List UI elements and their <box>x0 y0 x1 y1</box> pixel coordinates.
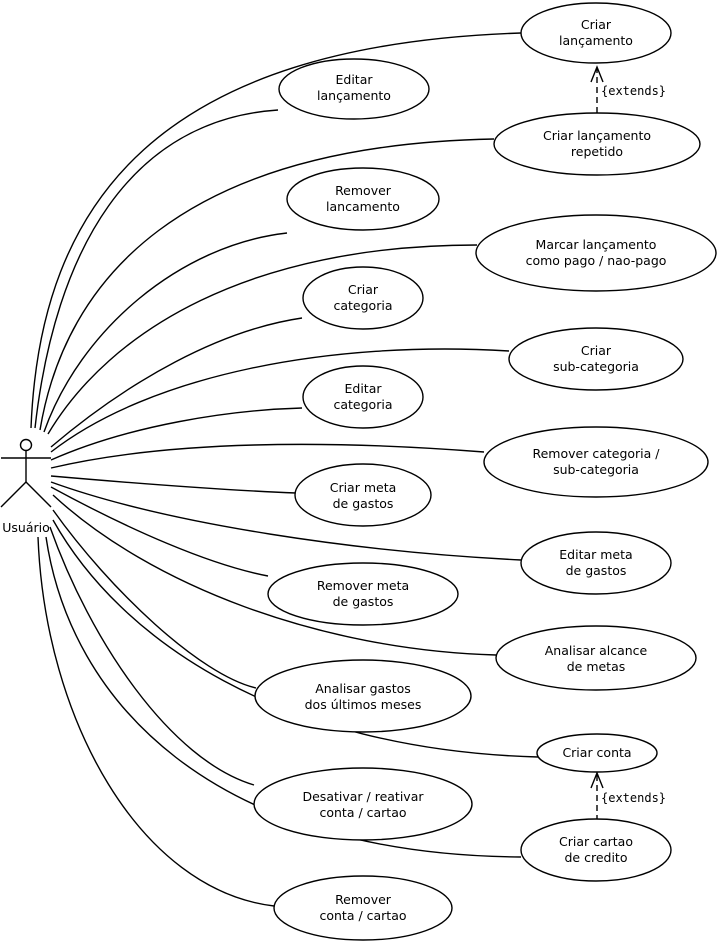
use-case-criar-lancamento-repetido[interactable]: Criar lançamento repetido <box>493 112 701 176</box>
use-case-label: Criar cartao <box>559 834 633 849</box>
use-case-criar-categoria[interactable]: Criar categoria <box>302 266 424 330</box>
use-case-label: repetido <box>571 144 623 159</box>
association-uc17 <box>45 536 522 858</box>
association-uc12 <box>50 486 269 577</box>
use-case-marcar-lancamento-pago[interactable]: Marcar lançamento como pago / nao-pago <box>475 214 717 292</box>
use-case-label: Desativar / reativar <box>302 789 424 804</box>
use-case-remover-lancamento[interactable]: Remover lancamento <box>286 167 440 231</box>
use-case-label: como pago / nao-pago <box>526 253 667 268</box>
use-case-label: Marcar lançamento <box>536 237 657 252</box>
use-case-label: Criar meta <box>330 480 397 495</box>
use-case-label: Editar <box>344 381 382 396</box>
use-case-analisar-gastos[interactable]: Analisar gastos dos últimos meses <box>254 659 472 733</box>
use-case-label: conta / cartao <box>319 908 406 923</box>
use-case-label: Remover categoria / <box>532 446 660 461</box>
use-case-label: Criar <box>581 343 612 358</box>
association-uc3 <box>39 138 495 431</box>
use-case-label: conta / cartao <box>319 805 406 820</box>
extends-label: {extends} <box>601 84 666 98</box>
actor-right-leg <box>25 481 52 508</box>
use-case-label: sub-categoria <box>553 359 639 374</box>
use-case-label: Remover meta <box>317 578 409 593</box>
use-case-label: Criar lançamento <box>543 128 651 143</box>
association-uc4 <box>43 232 288 433</box>
association-uc1 <box>30 32 522 429</box>
association-uc9 <box>50 443 485 469</box>
use-case-label: de gastos <box>566 563 627 578</box>
use-case-label: Remover <box>335 892 392 907</box>
use-case-remover-meta-de-gastos[interactable]: Remover meta de gastos <box>267 562 459 626</box>
actor-head <box>19 438 33 452</box>
use-case-criar-cartao-de-credito[interactable]: Criar cartao de credito <box>520 818 672 882</box>
use-case-criar-conta[interactable]: Criar conta <box>536 733 658 773</box>
use-case-criar-sub-categoria[interactable]: Criar sub-categoria <box>508 327 684 391</box>
association-uc14 <box>52 509 257 689</box>
actor-left-leg <box>0 481 27 508</box>
association-uc16 <box>49 526 255 786</box>
use-case-label: de gastos <box>333 496 394 511</box>
use-case-label: sub-categoria <box>553 462 639 477</box>
extends-uc17-uc15: {extends} <box>590 771 666 821</box>
extends-arrowhead <box>590 771 604 789</box>
use-case-editar-categoria[interactable]: Editar categoria <box>302 365 424 429</box>
use-case-label: lançamento <box>317 88 391 103</box>
association-lines <box>30 32 539 907</box>
use-case-label: de metas <box>567 659 626 674</box>
use-case-desativar-reativar-conta[interactable]: Desativar / reativar conta / cartao <box>253 767 473 841</box>
use-case-label: categoria <box>334 397 393 412</box>
actor-label: Usuário <box>2 520 50 535</box>
use-case-label: de gastos <box>333 594 394 609</box>
use-case-label: Remover <box>335 183 392 198</box>
use-case-label: Analisar gastos <box>315 681 411 696</box>
association-uc10 <box>50 475 297 494</box>
use-case-remover-conta-cartao[interactable]: Remover conta / cartao <box>273 875 453 941</box>
association-uc6 <box>50 317 303 448</box>
use-case-label: Criar conta <box>562 745 631 760</box>
use-case-editar-lancamento[interactable]: Editar lançamento <box>278 58 430 120</box>
use-case-label: de credito <box>565 850 628 865</box>
use-case-label: Editar <box>335 72 373 87</box>
use-case-criar-meta-de-gastos[interactable]: Criar meta de gastos <box>294 463 432 527</box>
use-case-remover-categoria[interactable]: Remover categoria / sub-categoria <box>483 426 709 498</box>
association-uc5 <box>47 244 478 435</box>
use-case-label: Criar <box>348 282 379 297</box>
use-case-label: lançamento <box>559 33 633 48</box>
use-case-label: Editar meta <box>559 547 632 562</box>
extends-label: {extends} <box>601 791 666 805</box>
use-case-label: lancamento <box>326 199 400 214</box>
use-case-label: categoria <box>334 298 393 313</box>
extends-arrowhead <box>590 65 604 83</box>
association-uc18 <box>37 536 275 907</box>
association-uc15 <box>52 519 539 758</box>
association-uc7 <box>50 348 510 453</box>
use-case-analisar-alcance-de-metas[interactable]: Analisar alcance de metas <box>495 625 697 691</box>
use-case-editar-meta-de-gastos[interactable]: Editar meta de gastos <box>520 531 672 595</box>
use-case-label: dos últimos meses <box>305 697 422 712</box>
actor-usuario: Usuário <box>0 438 52 535</box>
use-case-label: Analisar alcance <box>545 643 648 658</box>
association-uc11 <box>50 481 522 561</box>
extends-uc3-uc1: {extends} <box>590 65 666 113</box>
association-uc2 <box>34 109 279 429</box>
association-uc8 <box>50 407 303 461</box>
use-case-label: Criar <box>581 17 612 32</box>
use-case-criar-lancamento[interactable]: Criar lançamento <box>520 2 672 64</box>
association-uc13 <box>52 494 497 656</box>
